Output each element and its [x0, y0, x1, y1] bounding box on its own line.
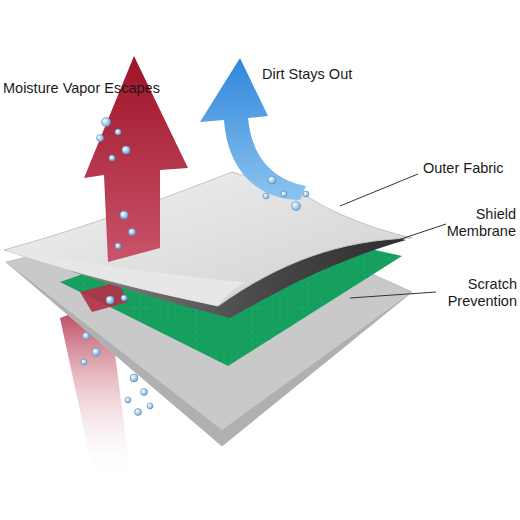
dirt-label: Dirt Stays Out — [262, 66, 402, 83]
droplets — [81, 118, 309, 416]
outer-fabric-layer — [4, 172, 412, 306]
scratch-label: Scratch Prevention — [435, 276, 517, 310]
leader-lines — [340, 174, 446, 298]
outer-fabric-edge — [4, 250, 245, 306]
vapor-label: Moisture Vapor Escapes — [3, 80, 203, 97]
membrane-label: Shield Membrane — [444, 206, 516, 240]
outer-fabric-label: Outer Fabric — [423, 160, 517, 177]
